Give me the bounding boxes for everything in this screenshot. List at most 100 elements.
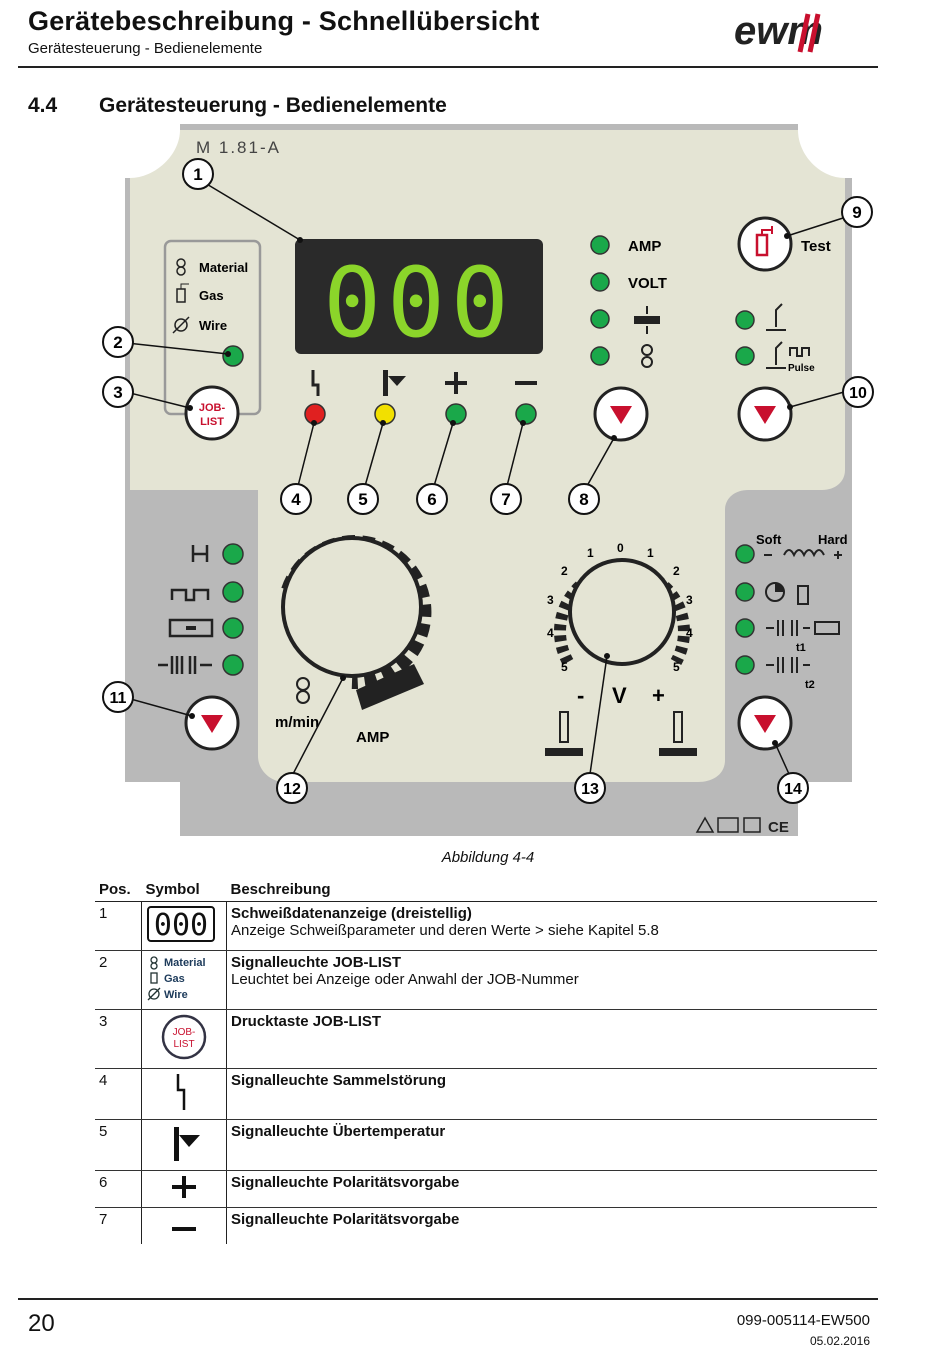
- row-description: Drucktaste JOB-LIST: [226, 1009, 877, 1069]
- led-plus: [445, 403, 467, 425]
- row-pos: 1: [95, 901, 142, 951]
- row-pos: 6: [95, 1170, 142, 1208]
- svg-text:14: 14: [784, 781, 802, 798]
- row-symbol: [141, 1068, 227, 1120]
- standard-arc-icon: [766, 303, 786, 331]
- led-choke: [735, 544, 755, 564]
- pulse-label: Pulse: [788, 363, 815, 374]
- svg-text:5: 5: [561, 660, 568, 674]
- table-row: 2 Material Gas Wire Signalleuchte JOB-LI…: [95, 950, 877, 1010]
- svg-text:2: 2: [561, 564, 568, 578]
- header-description: Beschreibung: [226, 877, 877, 902]
- material-icon: [176, 258, 186, 276]
- svg-text:5: 5: [358, 490, 367, 509]
- callout-7: 7: [490, 483, 522, 515]
- spot-time-icon: [766, 620, 810, 636]
- voltage-scale-labels: 5 4 3 2 1 0 1 2 3 4 5: [547, 541, 693, 674]
- svg-text:6: 6: [427, 490, 436, 509]
- wire-feed-icon: [641, 344, 653, 368]
- row-detail: Leuchtet bei Anzeige oder Anwahl der JOB…: [231, 971, 579, 988]
- parameter-select-button[interactable]: [593, 386, 649, 442]
- callout-dots: [187, 233, 793, 746]
- wire-icon: [172, 316, 190, 334]
- voltage-plus-label: +: [652, 683, 665, 708]
- svg-text:3: 3: [113, 383, 122, 402]
- callout-1: 1: [182, 158, 214, 190]
- short-arc-torch-icon: [545, 711, 583, 756]
- svg-text:JOB-: JOB-: [173, 1027, 196, 1038]
- page-title: Gerätebeschreibung - Schnellübersicht: [28, 6, 540, 36]
- led-thickness: [590, 309, 610, 329]
- row-description: Signalleuchte JOB-LIST Leuchtet bei Anze…: [226, 950, 877, 1010]
- svg-text:Wire: Wire: [164, 989, 188, 1001]
- weld-data-display: [295, 239, 543, 354]
- two-stroke-icon: [191, 545, 209, 562]
- voltage-correction-knob[interactable]: [568, 558, 676, 666]
- interval-time-icon: [766, 657, 810, 673]
- table-row: 5 Signalleuchte Übertemperatur: [95, 1119, 877, 1171]
- row-symbol: JOB- LIST: [141, 1009, 227, 1069]
- svg-text:2: 2: [673, 564, 680, 578]
- document-date: 05.02.2016: [809, 1334, 870, 1348]
- header-pos: Pos.: [95, 877, 142, 902]
- row-title: Signalleuchte JOB-LIST: [231, 954, 402, 971]
- interval-icon: [158, 656, 212, 674]
- wire-speed-knob[interactable]: [281, 536, 423, 678]
- volt-label: VOLT: [628, 275, 667, 292]
- row-pos: 2: [95, 950, 142, 1010]
- wire-speed-icon: [296, 677, 310, 704]
- row-title: Drucktaste JOB-LIST: [231, 1013, 382, 1030]
- job-list-button-icon: JOB- LIST: [161, 1014, 207, 1060]
- row-pos: 4: [95, 1068, 142, 1120]
- svg-text:LIST: LIST: [173, 1039, 194, 1050]
- led-amp: [590, 235, 610, 255]
- svg-text:2: 2: [113, 333, 122, 352]
- table-row: 3 JOB- LIST Drucktaste JOB-LIST: [95, 1009, 877, 1069]
- svg-text:4: 4: [291, 490, 301, 509]
- job-list-button[interactable]: JOB- LIST: [184, 385, 240, 441]
- svg-text:Gas: Gas: [164, 973, 185, 985]
- led-interval: [222, 654, 244, 676]
- header-divider: [18, 66, 878, 68]
- spot-welding-icon: [168, 618, 214, 638]
- row-title: Signalleuchte Übertemperatur: [231, 1123, 446, 1140]
- row-title: Signalleuchte Sammelstörung: [231, 1072, 447, 1089]
- svg-text:9: 9: [852, 203, 861, 222]
- long-arc-torch-icon: [659, 711, 697, 756]
- svg-text:0: 0: [617, 541, 624, 555]
- svg-text:000: 000: [154, 908, 208, 943]
- row-description: Signalleuchte Polaritätsvorgabe: [226, 1170, 877, 1208]
- parameter-sub-select-button[interactable]: [737, 695, 793, 751]
- row-symbol: [141, 1119, 227, 1171]
- callout-11: 11: [102, 681, 134, 713]
- svg-text:12: 12: [283, 781, 301, 798]
- plus-symbol-icon: [445, 372, 467, 394]
- fault-symbol-icon: [311, 370, 320, 396]
- certification-marks-icon: CE: [695, 816, 789, 836]
- figure-caption: Abbildung 4-4: [441, 849, 535, 866]
- led-volt: [590, 272, 610, 292]
- amp-label: AMP: [628, 238, 661, 255]
- pulse-wave-icon: [789, 347, 810, 357]
- table-row: 4 Signalleuchte Sammelstörung: [95, 1068, 877, 1120]
- callout-14: 14: [777, 772, 809, 804]
- minus-icon: [172, 1227, 196, 1231]
- overtemperature-icon: [174, 1127, 200, 1161]
- material-label: Material: [199, 260, 248, 275]
- four-stroke-icon: [170, 588, 210, 602]
- svg-text:1: 1: [647, 546, 654, 560]
- callout-10: 10: [842, 376, 874, 408]
- gas-test-button[interactable]: [737, 216, 793, 272]
- svg-text:3: 3: [686, 593, 693, 607]
- svg-text:1: 1: [587, 546, 594, 560]
- operating-mode-button[interactable]: [184, 695, 240, 751]
- mode-select-button[interactable]: [737, 386, 793, 442]
- svg-text:3: 3: [547, 593, 554, 607]
- soft-label: Soft: [756, 532, 782, 547]
- ewm-logo: ewm: [734, 9, 823, 53]
- svg-text:CE: CE: [768, 819, 789, 836]
- knob-amp-label: AMP: [356, 729, 389, 746]
- section-number: 4.4: [28, 94, 58, 117]
- model-label: M 1.81-A: [196, 138, 281, 157]
- svg-text:4: 4: [547, 626, 554, 640]
